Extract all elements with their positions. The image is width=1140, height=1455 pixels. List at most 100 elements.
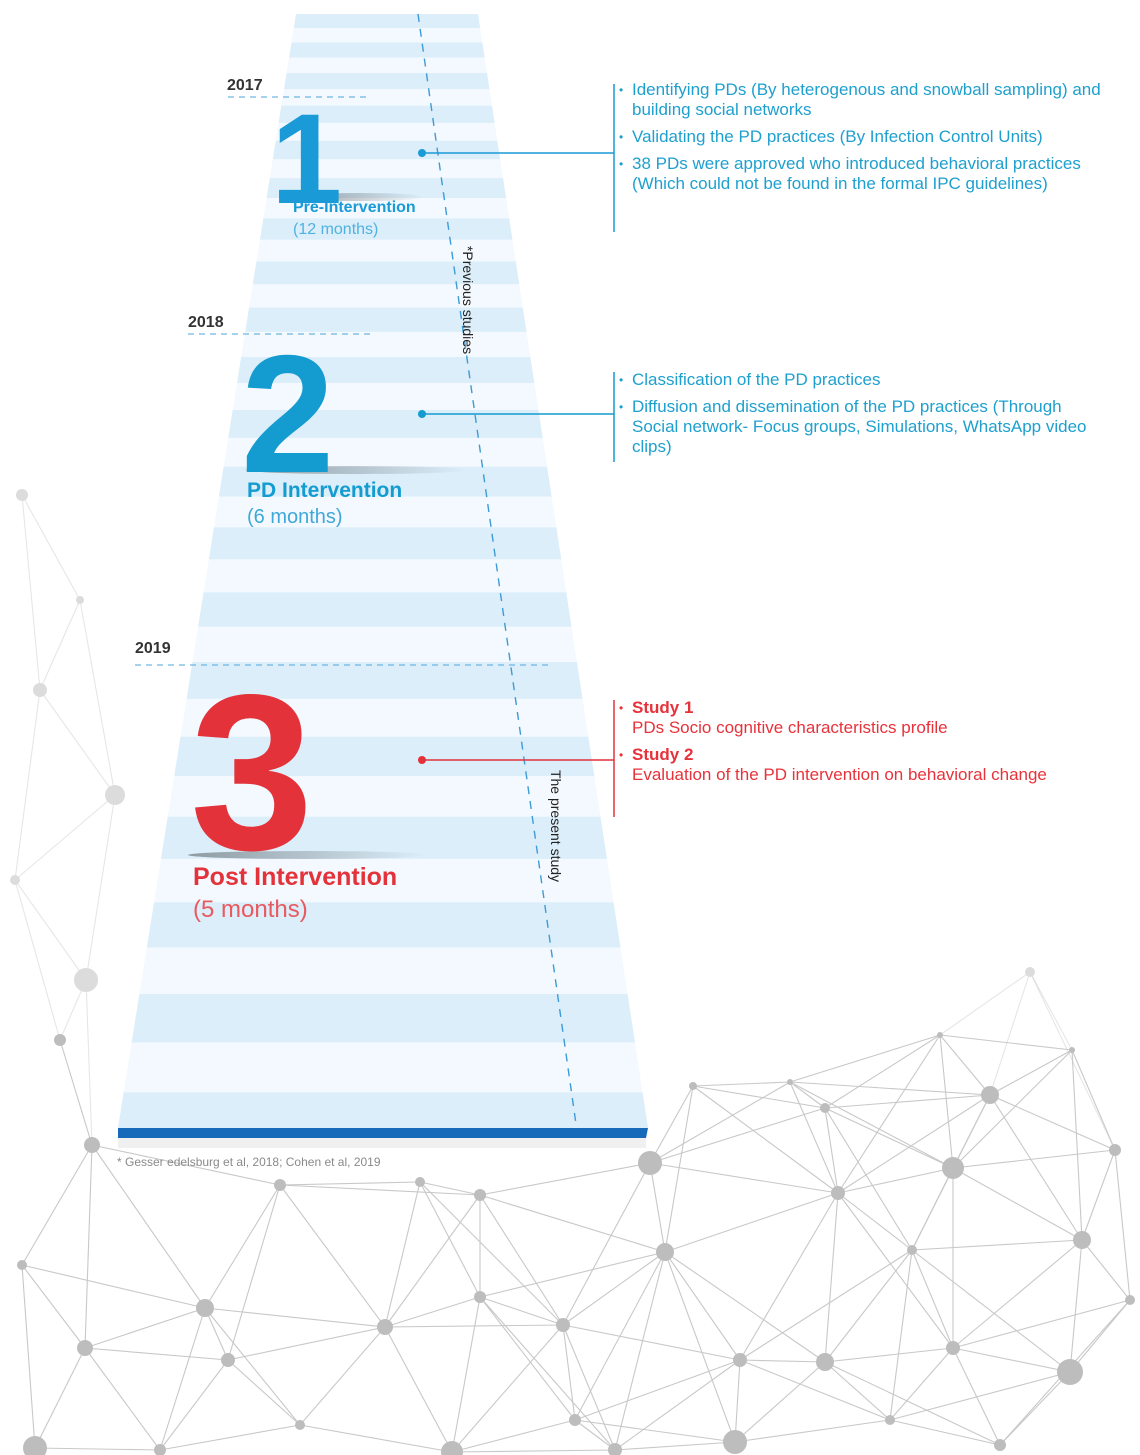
network-node — [415, 1177, 425, 1187]
network-edge — [574, 1251, 666, 1421]
number-shadow — [292, 193, 425, 201]
network-edge — [204, 1307, 386, 1328]
network-edge — [384, 1324, 564, 1328]
network-edge — [649, 1162, 666, 1253]
network-node — [569, 1414, 581, 1426]
network-edge — [734, 1419, 891, 1443]
phase-2-activity-item: Diffusion and dissemination of the PD pr… — [619, 397, 1089, 457]
network-edge — [952, 1299, 1131, 1349]
network-edge — [789, 1081, 954, 1169]
network-edge — [91, 1144, 281, 1186]
network-edge — [999, 1371, 1071, 1446]
network-edge — [789, 1081, 839, 1194]
road-stripe — [118, 662, 648, 699]
study-title: Study 1 — [632, 698, 694, 717]
network-edge — [692, 1085, 826, 1109]
previous-studies-label: *Previous studies — [460, 245, 476, 355]
network-edge — [1071, 1049, 1083, 1241]
network-node — [1025, 967, 1035, 977]
study-item-2: Study 2 Evaluation of the PD interventio… — [619, 745, 1089, 785]
network-node — [105, 785, 125, 805]
network-edge — [664, 1192, 839, 1253]
network-edge — [227, 1326, 386, 1361]
road-stripe — [118, 902, 648, 948]
network-edge — [649, 1162, 839, 1194]
network-node — [1069, 1047, 1075, 1053]
network-edge — [91, 1144, 206, 1309]
network-edge — [939, 1034, 991, 1096]
timeline-road — [118, 13, 648, 1148]
network-edge — [911, 1249, 954, 1349]
network-node — [23, 1436, 47, 1455]
network-node — [16, 489, 28, 501]
network-edge — [451, 1296, 481, 1453]
phase-number-2: 2 — [241, 320, 334, 508]
network-edge — [479, 1296, 576, 1421]
network-node — [787, 1079, 793, 1085]
network-edge — [837, 1034, 941, 1194]
network-node — [723, 1430, 747, 1454]
network-node — [474, 1189, 486, 1201]
network-edge — [39, 599, 81, 691]
road-base-shadow — [118, 1138, 646, 1148]
network-edge — [649, 1081, 791, 1164]
network-edge — [739, 1359, 891, 1421]
phase-2-activity-list: Classification of the PD practices Diffu… — [619, 370, 1089, 464]
network-edge — [479, 1251, 666, 1298]
network-edge — [952, 1347, 1071, 1373]
network-edge — [614, 1441, 736, 1451]
network-edge — [204, 1184, 281, 1309]
network-edge — [562, 1324, 616, 1451]
network-edge — [824, 1034, 941, 1109]
road-stripe — [118, 736, 648, 777]
network-edge — [21, 1144, 93, 1266]
network-edge — [384, 1326, 453, 1453]
network-node — [885, 1415, 895, 1425]
network-edge — [664, 1251, 736, 1443]
network-edge — [451, 1324, 564, 1453]
network-node — [274, 1179, 286, 1191]
network-edge — [824, 1107, 954, 1169]
network-edge — [562, 1324, 741, 1361]
road-stripe — [118, 218, 648, 240]
network-edge — [384, 1181, 421, 1328]
network-edge — [824, 1361, 1001, 1446]
network-edge — [939, 1034, 954, 1169]
road-stripe — [118, 261, 648, 285]
network-edge — [1069, 1299, 1131, 1373]
phase-3-study-list: Study 1 PDs Socio cognitive characterist… — [619, 698, 1089, 792]
network-edge — [824, 1361, 891, 1421]
network-edge — [21, 1264, 206, 1309]
phase-1-activity-item: Identifying PDs (By heterogenous and sno… — [619, 80, 1109, 120]
network-edge — [159, 1424, 301, 1451]
road-stripe — [118, 994, 648, 1043]
phase-duration-12-months: (12 months) — [293, 221, 379, 238]
network-edge — [299, 1326, 386, 1426]
network-edge — [649, 1107, 826, 1164]
network-edge — [939, 971, 1031, 1036]
road-stripe — [118, 816, 648, 859]
network-edge — [664, 1251, 741, 1361]
network-edge — [384, 1296, 481, 1328]
network-edge — [562, 1251, 666, 1326]
network-edge — [837, 1167, 954, 1194]
network-edge — [824, 1192, 839, 1363]
network-edge — [789, 1081, 826, 1109]
number-shadow — [188, 851, 428, 859]
study-item-1: Study 1 PDs Socio cognitive characterist… — [619, 698, 1089, 738]
network-edge — [952, 1049, 1073, 1169]
study-description: PDs Socio cognitive characteristics prof… — [632, 718, 948, 737]
network-edge — [1081, 1239, 1131, 1301]
network-edge — [159, 1359, 229, 1451]
network-edge — [84, 1347, 161, 1451]
network-node — [946, 1341, 960, 1355]
network-edge — [889, 1249, 913, 1421]
network-edge — [299, 1424, 453, 1453]
network-edge — [889, 1371, 1071, 1421]
network-edge — [1069, 1239, 1083, 1373]
network-edge — [21, 1264, 36, 1449]
network-edge — [14, 689, 41, 881]
network-edge — [911, 1239, 1083, 1251]
road-stripe — [118, 527, 648, 560]
road-stripe — [118, 14, 648, 28]
